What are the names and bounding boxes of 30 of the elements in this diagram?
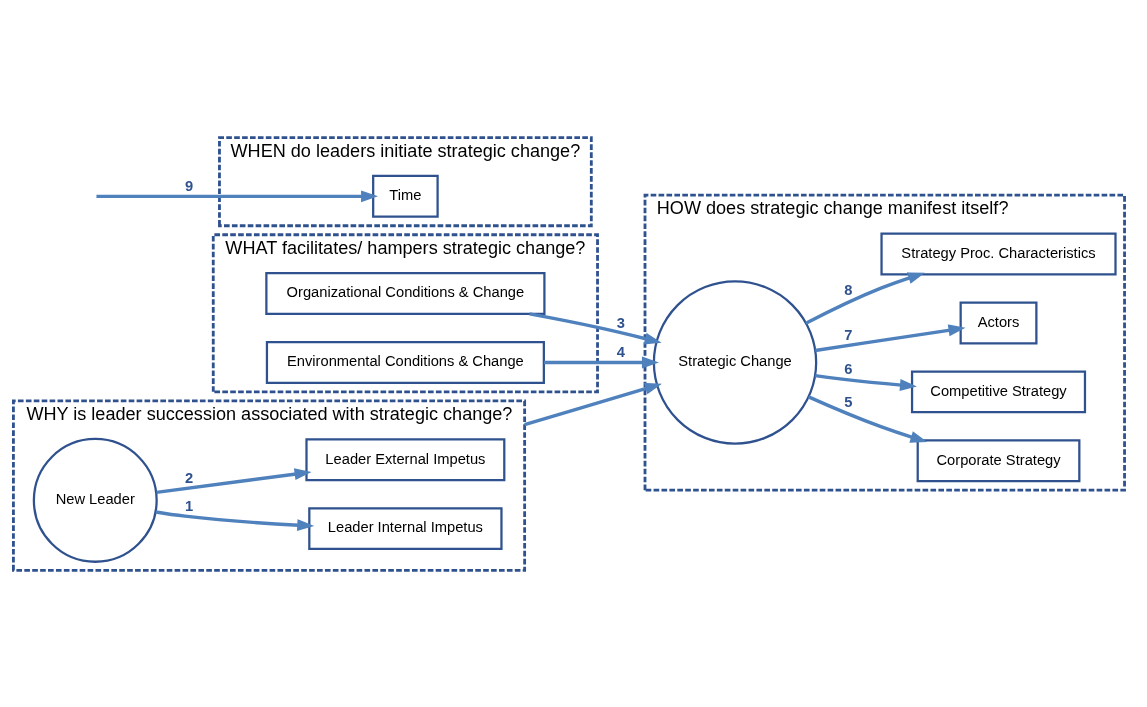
edge-label: 1 — [185, 497, 194, 514]
edge-label: 6 — [844, 360, 853, 377]
node-box: Actors — [959, 300, 1038, 344]
node-box: Corporate Strategy — [916, 438, 1081, 482]
arrow — [156, 467, 312, 494]
node-box: Leader Internal Impetus — [308, 506, 503, 550]
edge-label: 4 — [616, 343, 625, 360]
edge-label: 2 — [185, 469, 194, 486]
arrow — [155, 509, 315, 531]
node-box: Organizational Conditions & Change — [265, 271, 546, 315]
node-box: Time — [372, 174, 439, 218]
node-circle: Strategic Change — [652, 279, 818, 445]
node-box: Leader External Impetus — [305, 437, 506, 481]
arrow — [815, 323, 966, 352]
arrow — [96, 189, 379, 202]
edge-label: 7 — [844, 326, 853, 343]
node-box: Environmental Conditions & Change — [265, 340, 545, 384]
edge-label: 5 — [844, 393, 853, 410]
node-box: Competitive Strategy — [910, 369, 1087, 413]
arrow — [805, 271, 925, 325]
node-box: Strategy Proc. Characteristics — [880, 232, 1117, 275]
edge-label: 9 — [185, 177, 194, 194]
arrow — [807, 394, 928, 443]
arrow — [529, 311, 662, 344]
arrow — [524, 382, 662, 426]
arrow — [814, 373, 917, 391]
edge-label: 3 — [616, 314, 625, 331]
arrow — [543, 356, 659, 368]
node-circle: New Leader — [32, 437, 158, 563]
edge-label: 8 — [844, 281, 853, 298]
